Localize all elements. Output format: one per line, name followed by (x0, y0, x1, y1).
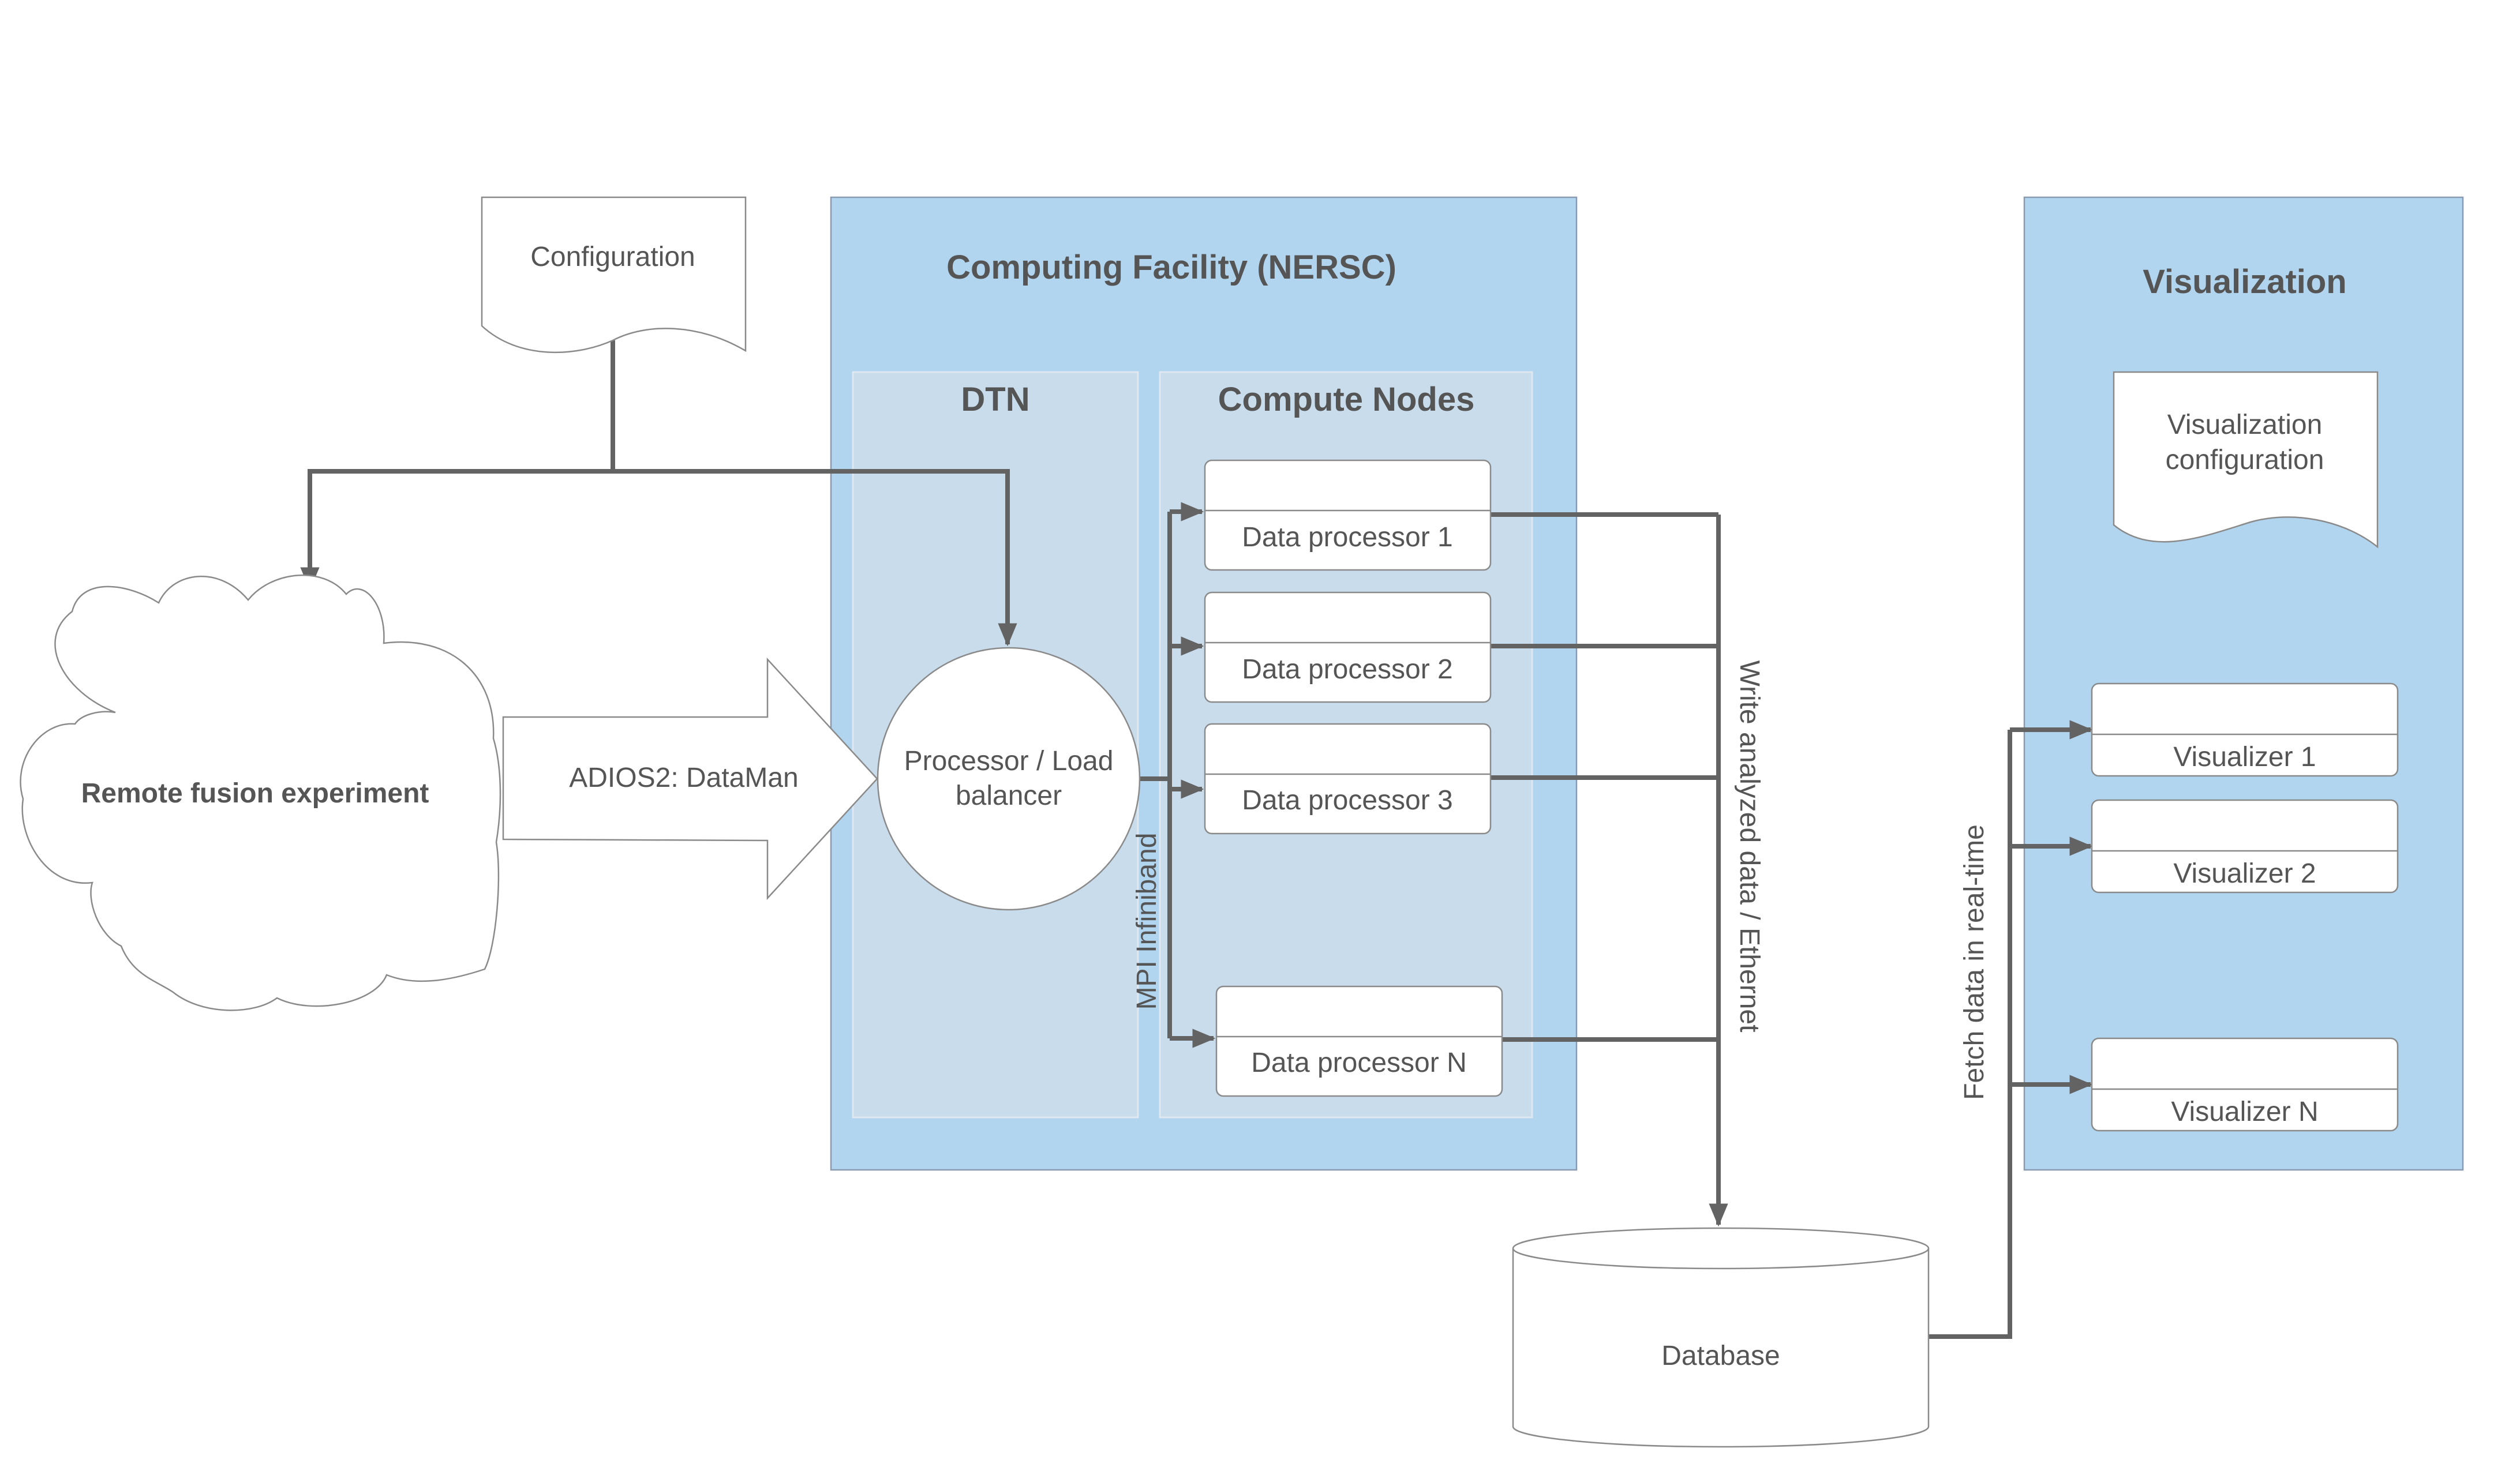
adios2-label: ADIOS2: DataMan (569, 763, 799, 793)
visualizer-2-label: Visualizer 2 (2173, 858, 2316, 889)
visualizer-n-box: Visualizer N (2091, 1037, 2399, 1132)
visualizer-2-box: Visualizer 2 (2091, 799, 2399, 894)
processor-2-label: Data processor 2 (1242, 654, 1453, 685)
visualizer-1-box: Visualizer 1 (2091, 682, 2399, 777)
visualization-title: Visualization (2143, 263, 2346, 301)
computing-facility-title: Computing Facility (NERSC) (946, 249, 1396, 286)
remote-experiment-label: Remote fusion experiment (81, 778, 429, 809)
visualization-config-document: Visualization configuration (2113, 371, 2379, 549)
write-ethernet-label: Write analyzed data / Ethernet (1734, 661, 1765, 1033)
configuration-document: Configuration (481, 196, 747, 354)
config-to-balancer-arrow (613, 469, 1017, 647)
config-to-experiment-arrow (300, 340, 615, 591)
load-balancer-node: Processor / Load balancer (877, 647, 1141, 911)
database-cylinder: Database (1512, 1227, 1930, 1448)
visualization-config-line2: configuration (2166, 445, 2324, 475)
processor-n-box: Data processor N (1215, 985, 1503, 1097)
load-balancer-label-line2: balancer (956, 780, 1062, 811)
configuration-label: Configuration (530, 242, 695, 272)
visualizer-1-label: Visualizer 1 (2173, 742, 2316, 772)
mpi-infiniband-label: MPI Infiniband (1132, 833, 1162, 1010)
load-balancer-label-line1: Processor / Load (904, 746, 1114, 776)
processor-1-label: Data processor 1 (1242, 522, 1453, 553)
fetch-to-visualizer-n-arrow (2008, 845, 2093, 1094)
processor-3-box: Data processor 3 (1204, 723, 1492, 835)
processor-3-label: Data processor 3 (1242, 785, 1453, 816)
compute-nodes-title: Compute Nodes (1218, 381, 1475, 418)
processor-2-box: Data processor 2 (1204, 591, 1492, 703)
dtn-title: DTN (961, 381, 1029, 418)
visualizer-n-label: Visualizer N (2171, 1097, 2318, 1127)
connectors (300, 340, 2093, 1339)
fetch-realtime-label: Fetch data in real-time (1959, 824, 1990, 1100)
visualization-config-line1: Visualization (2167, 410, 2323, 440)
adios2-transport-arrow: ADIOS2: DataMan (502, 657, 878, 900)
remote-experiment-cloud: Remote fusion experiment (20, 574, 501, 1011)
database-label: Database (1661, 1341, 1780, 1371)
processor-1-box: Data processor 1 (1204, 459, 1492, 571)
processor-n-label: Data processor N (1251, 1048, 1466, 1078)
